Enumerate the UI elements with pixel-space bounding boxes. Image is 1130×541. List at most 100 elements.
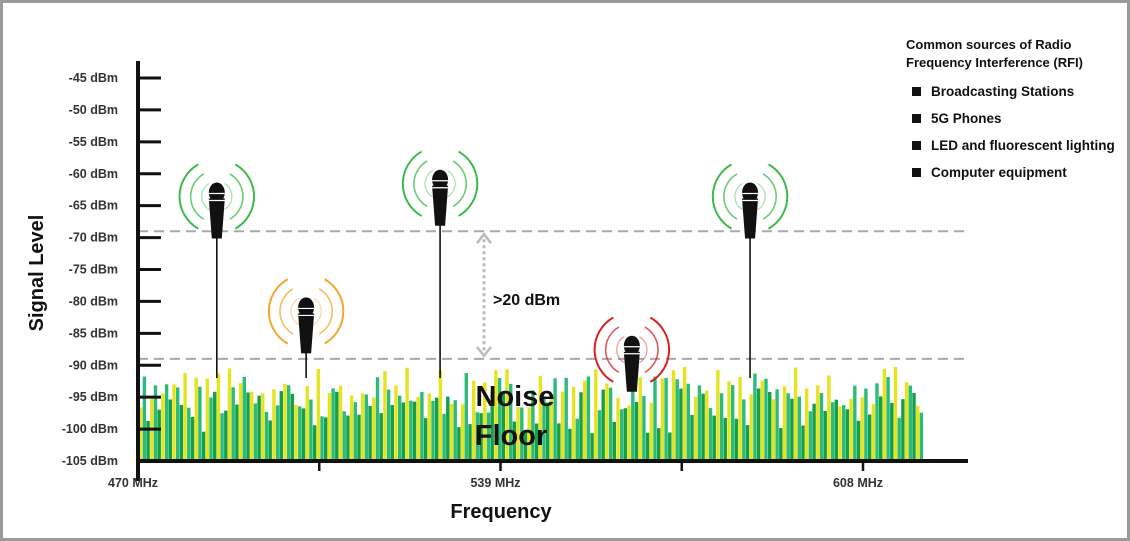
noise-bars [139,366,924,461]
legend-item: 5G Phones [906,111,1126,126]
noise-bar [520,407,524,461]
noise-bar [349,395,354,461]
noise-bar [801,425,805,461]
microphone-icon [178,163,256,379]
noise-bar [368,405,372,461]
noise-bar [664,377,668,461]
noise-bar [793,367,798,461]
noise-bar [594,369,598,461]
mic-head [298,297,315,318]
noise-bar [139,407,143,461]
noise-bar [849,398,853,461]
noise-bar [224,410,228,461]
noise-bar [512,421,517,461]
noise-bar [904,382,909,461]
noise-bar [501,393,505,461]
noise-bar [494,370,498,461]
noise-bar [701,393,705,461]
noise-bar [472,380,476,461]
noise-bar [183,372,187,461]
noise-bar [409,400,413,461]
noise-bar [457,427,461,461]
noise-bar [490,391,494,461]
noise-bar [867,414,872,461]
noise-bar [268,420,272,461]
noise-bar [220,413,224,461]
mic-body [432,185,449,226]
noise-bar [882,368,887,461]
noise-bar [505,369,509,461]
arrow-up-icon [476,232,492,244]
noise-bar [342,411,346,461]
noise-bar [546,402,550,461]
noise-bar [697,385,702,461]
noise-bar [834,399,838,461]
noise-bar [553,378,557,461]
noise-bar [453,400,457,461]
noise-bar [460,404,465,461]
noise-bar [479,413,483,461]
noise-bar [287,385,291,461]
noise-bar [597,410,602,461]
signal-wave [234,163,256,230]
noise-bar [364,394,369,461]
arrow-down-icon [476,346,492,358]
noise-bar [312,425,317,461]
noise-bar [642,395,646,461]
mic-body [742,198,759,239]
noise-bar [261,393,265,461]
noise-bar [279,391,283,461]
legend-item: LED and fluorescent lighting [906,138,1126,153]
noise-bar [616,397,620,461]
signal-wave [447,170,456,198]
noise-bar [405,367,409,461]
noise-bar [538,376,542,461]
bullet-icon [912,141,921,150]
signal-wave [313,297,322,325]
y-tick-label: -50 dBm [69,103,118,117]
noise-bar [253,403,258,461]
noise-floor-label-1: Noise [476,381,555,413]
signal-wave [757,182,766,211]
noise-bar [420,391,424,461]
noise-bar [864,388,868,461]
noise-bar [331,388,335,461]
noise-bar [856,420,861,461]
noise-bar [645,432,650,461]
noise-bar [316,369,320,461]
noise-bar [830,402,835,461]
noise-bar [379,413,383,461]
noise-bar [172,384,176,461]
noise-bar [845,409,850,461]
microphone-icon [401,150,479,379]
noise-bar [157,409,161,461]
noise-bar [775,389,779,461]
y-tick-label: -105 dBm [62,454,118,468]
noise-bar [179,404,184,461]
signal-wave [649,316,671,383]
noise-bar [242,376,246,461]
noise-bar [890,402,894,461]
noise-bar [423,418,428,461]
noise-bar [283,383,287,461]
noise-bar [394,385,398,461]
noise-bar [534,423,539,461]
noise-bar [390,405,394,461]
signal-wave [401,150,423,217]
signal-wave [768,163,789,230]
noise-bar [497,377,502,461]
noise-bar [294,404,298,461]
noise-bar [427,393,431,461]
mic-body [298,313,315,354]
noise-bar [812,403,816,461]
noise-bar [671,370,676,461]
legend-title: Common sources of Radio Frequency Interf… [906,37,1083,70]
noise-bar [916,405,920,461]
signal-wave [762,173,777,220]
noise-bar [631,383,635,461]
noise-bar [509,383,513,461]
bullet-icon [912,114,921,123]
signal-wave [279,288,294,335]
noise-bar [675,379,679,461]
signal-wave [616,336,625,364]
